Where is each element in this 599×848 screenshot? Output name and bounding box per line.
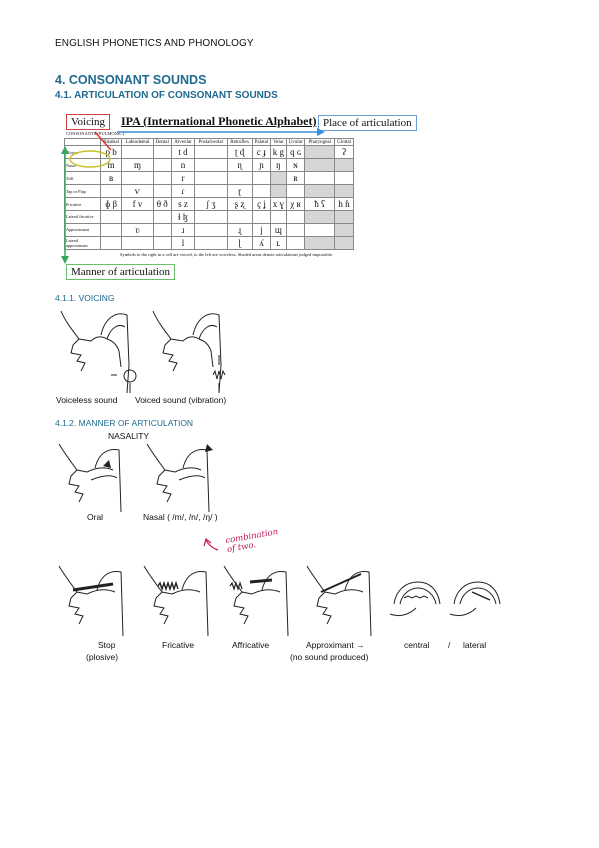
- table-caption: CONSONANTS (PULMONIC): [66, 131, 124, 136]
- ipa-cell: [285, 235, 306, 251]
- voicing-diagrams: [60, 310, 226, 394]
- plosive-caption: (plosive): [86, 652, 119, 662]
- voiced-head-diagram: [152, 310, 226, 394]
- affricative-head-diagram: [223, 565, 289, 637]
- ipa-cell: k g: [270, 145, 287, 160]
- manner-diagrams: [58, 565, 501, 637]
- no-sound-caption: (no sound produced): [290, 652, 369, 662]
- ipa-cell: ⱱ: [121, 184, 154, 199]
- vibration-zigzag: [212, 369, 226, 380]
- voicing-heading: 4.1.1. VOICING: [55, 293, 115, 303]
- manner-arrow-head-bottom: [61, 256, 69, 264]
- ipa-cell: ɭ: [226, 235, 253, 251]
- voiced-caption: Voiced sound (vibration): [135, 395, 227, 405]
- voicing-arrow-line: [94, 131, 112, 151]
- oral-velum-marker: [103, 460, 111, 468]
- column-header: Velar: [270, 137, 287, 147]
- voiceless-larynx-circle: [123, 369, 137, 383]
- column-header: Alveolar: [170, 137, 196, 147]
- ipa-cell: [334, 235, 354, 251]
- column-header: Postalveolar: [194, 137, 228, 147]
- ipa-cell: l: [170, 235, 196, 251]
- nasality-diagrams: [58, 443, 213, 513]
- nasal-caption: Nasal ( /m/, /n/, /ŋ/ ): [143, 512, 218, 522]
- ipa-cell: [194, 235, 228, 251]
- lateral-caption: lateral: [463, 640, 487, 650]
- nasal-head-diagram: [146, 443, 210, 513]
- slash-separator: /: [448, 640, 451, 650]
- place-of-articulation-label: Place of articulation: [318, 115, 417, 131]
- section-heading: 4. CONSONANT SOUNDS: [55, 73, 207, 87]
- central-diagram: [389, 581, 441, 617]
- ipa-cell: [334, 184, 354, 199]
- ipa-cell: ʟ: [270, 235, 287, 251]
- table-footnote: Symbols to the right in a cell are voice…: [120, 252, 333, 257]
- ipa-cell: ɰ: [270, 222, 287, 237]
- ipa-cell: ʔ: [334, 145, 354, 160]
- ipa-cell: ʎ: [251, 235, 272, 251]
- approximant-caption: Approximant →: [306, 640, 365, 650]
- ipa-title: IPA (International Phonetic Alphabet): [121, 114, 317, 128]
- handwritten-arrow: [203, 537, 219, 551]
- ipa-cell: [334, 222, 354, 237]
- subsection-heading: 4.1. ARTICULATION OF CONSONANT SOUNDS: [55, 90, 278, 101]
- plosive-highlight-ring: [69, 150, 111, 168]
- ipa-cell: [304, 158, 336, 173]
- ipa-cell: [304, 145, 336, 160]
- approximant-head-diagram: [306, 565, 372, 637]
- voicing-label: Voicing: [66, 114, 111, 130]
- ipa-cell: [304, 210, 336, 224]
- ipa-cell: [121, 235, 154, 251]
- fricative-head-diagram: [143, 565, 209, 637]
- stop-head-diagram: [58, 565, 124, 637]
- oral-caption: Oral: [87, 512, 104, 522]
- ipa-cell: [334, 210, 354, 224]
- document-header: ENGLISH PHONETICS AND PHONOLOGY: [55, 38, 254, 49]
- voiceless-caption: Voiceless sound: [56, 395, 118, 405]
- oral-head-diagram: [58, 443, 122, 513]
- manner-of-articulation-label: Manner of articulation: [66, 264, 175, 280]
- place-arrow-head: [317, 128, 325, 136]
- affricative-caption: Affricative: [232, 640, 270, 650]
- lateral-diagram: [449, 581, 501, 617]
- stop-caption: Stop: [98, 640, 116, 650]
- fricative-caption: Fricative: [162, 640, 195, 650]
- column-header: Glottal: [334, 137, 354, 147]
- central-caption: central: [404, 640, 430, 650]
- voiceless-head-diagram: [60, 310, 130, 394]
- manner-heading: 4.1.2. MANNER OF ARTICULATION: [55, 418, 194, 428]
- nasal-velum-marker: [205, 444, 213, 452]
- manner-arrow-head-top: [61, 146, 69, 154]
- column-header: Labiodental: [121, 137, 154, 147]
- chart-annotations: [61, 128, 325, 264]
- column-header: Uvular: [285, 137, 306, 147]
- nasality-label: NASALITY: [108, 431, 150, 441]
